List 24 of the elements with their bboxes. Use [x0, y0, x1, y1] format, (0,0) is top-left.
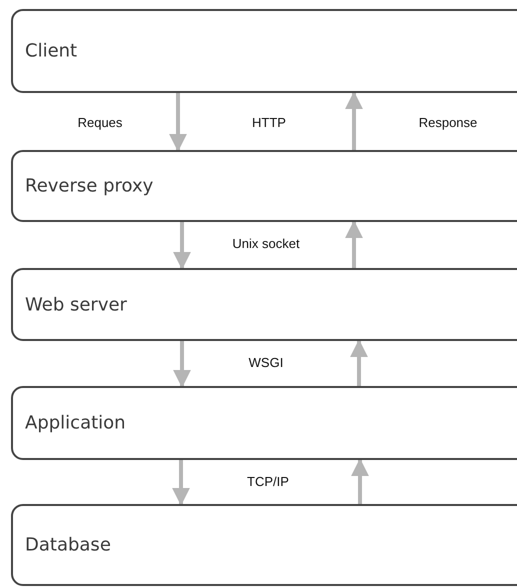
layer-box	[11, 268, 517, 341]
layer-name: Database	[25, 534, 111, 556]
arrow	[350, 339, 368, 386]
arrow	[172, 460, 190, 506]
protocol-label: Unix socket	[232, 236, 300, 251]
direction-label: Reques	[78, 115, 122, 130]
arrow	[345, 220, 363, 268]
layer-box	[11, 150, 517, 222]
arrow	[351, 458, 369, 504]
layer-name: Client	[25, 40, 78, 62]
layer-name: Application	[25, 412, 126, 434]
layer-box	[11, 386, 517, 460]
arrow	[173, 222, 191, 270]
protocol-label: HTTP	[252, 115, 286, 130]
direction-label: Response	[418, 115, 478, 130]
arrow	[173, 341, 191, 388]
protocol-label: WSGI	[248, 355, 284, 370]
protocol-label: TCP/IP	[247, 474, 289, 489]
layer-box	[11, 504, 517, 586]
layer-name: Reverse proxy	[25, 176, 154, 196]
layer-box	[11, 9, 517, 93]
layer-name: Web server	[25, 294, 127, 315]
arrow	[345, 91, 363, 150]
arrow	[169, 93, 187, 152]
